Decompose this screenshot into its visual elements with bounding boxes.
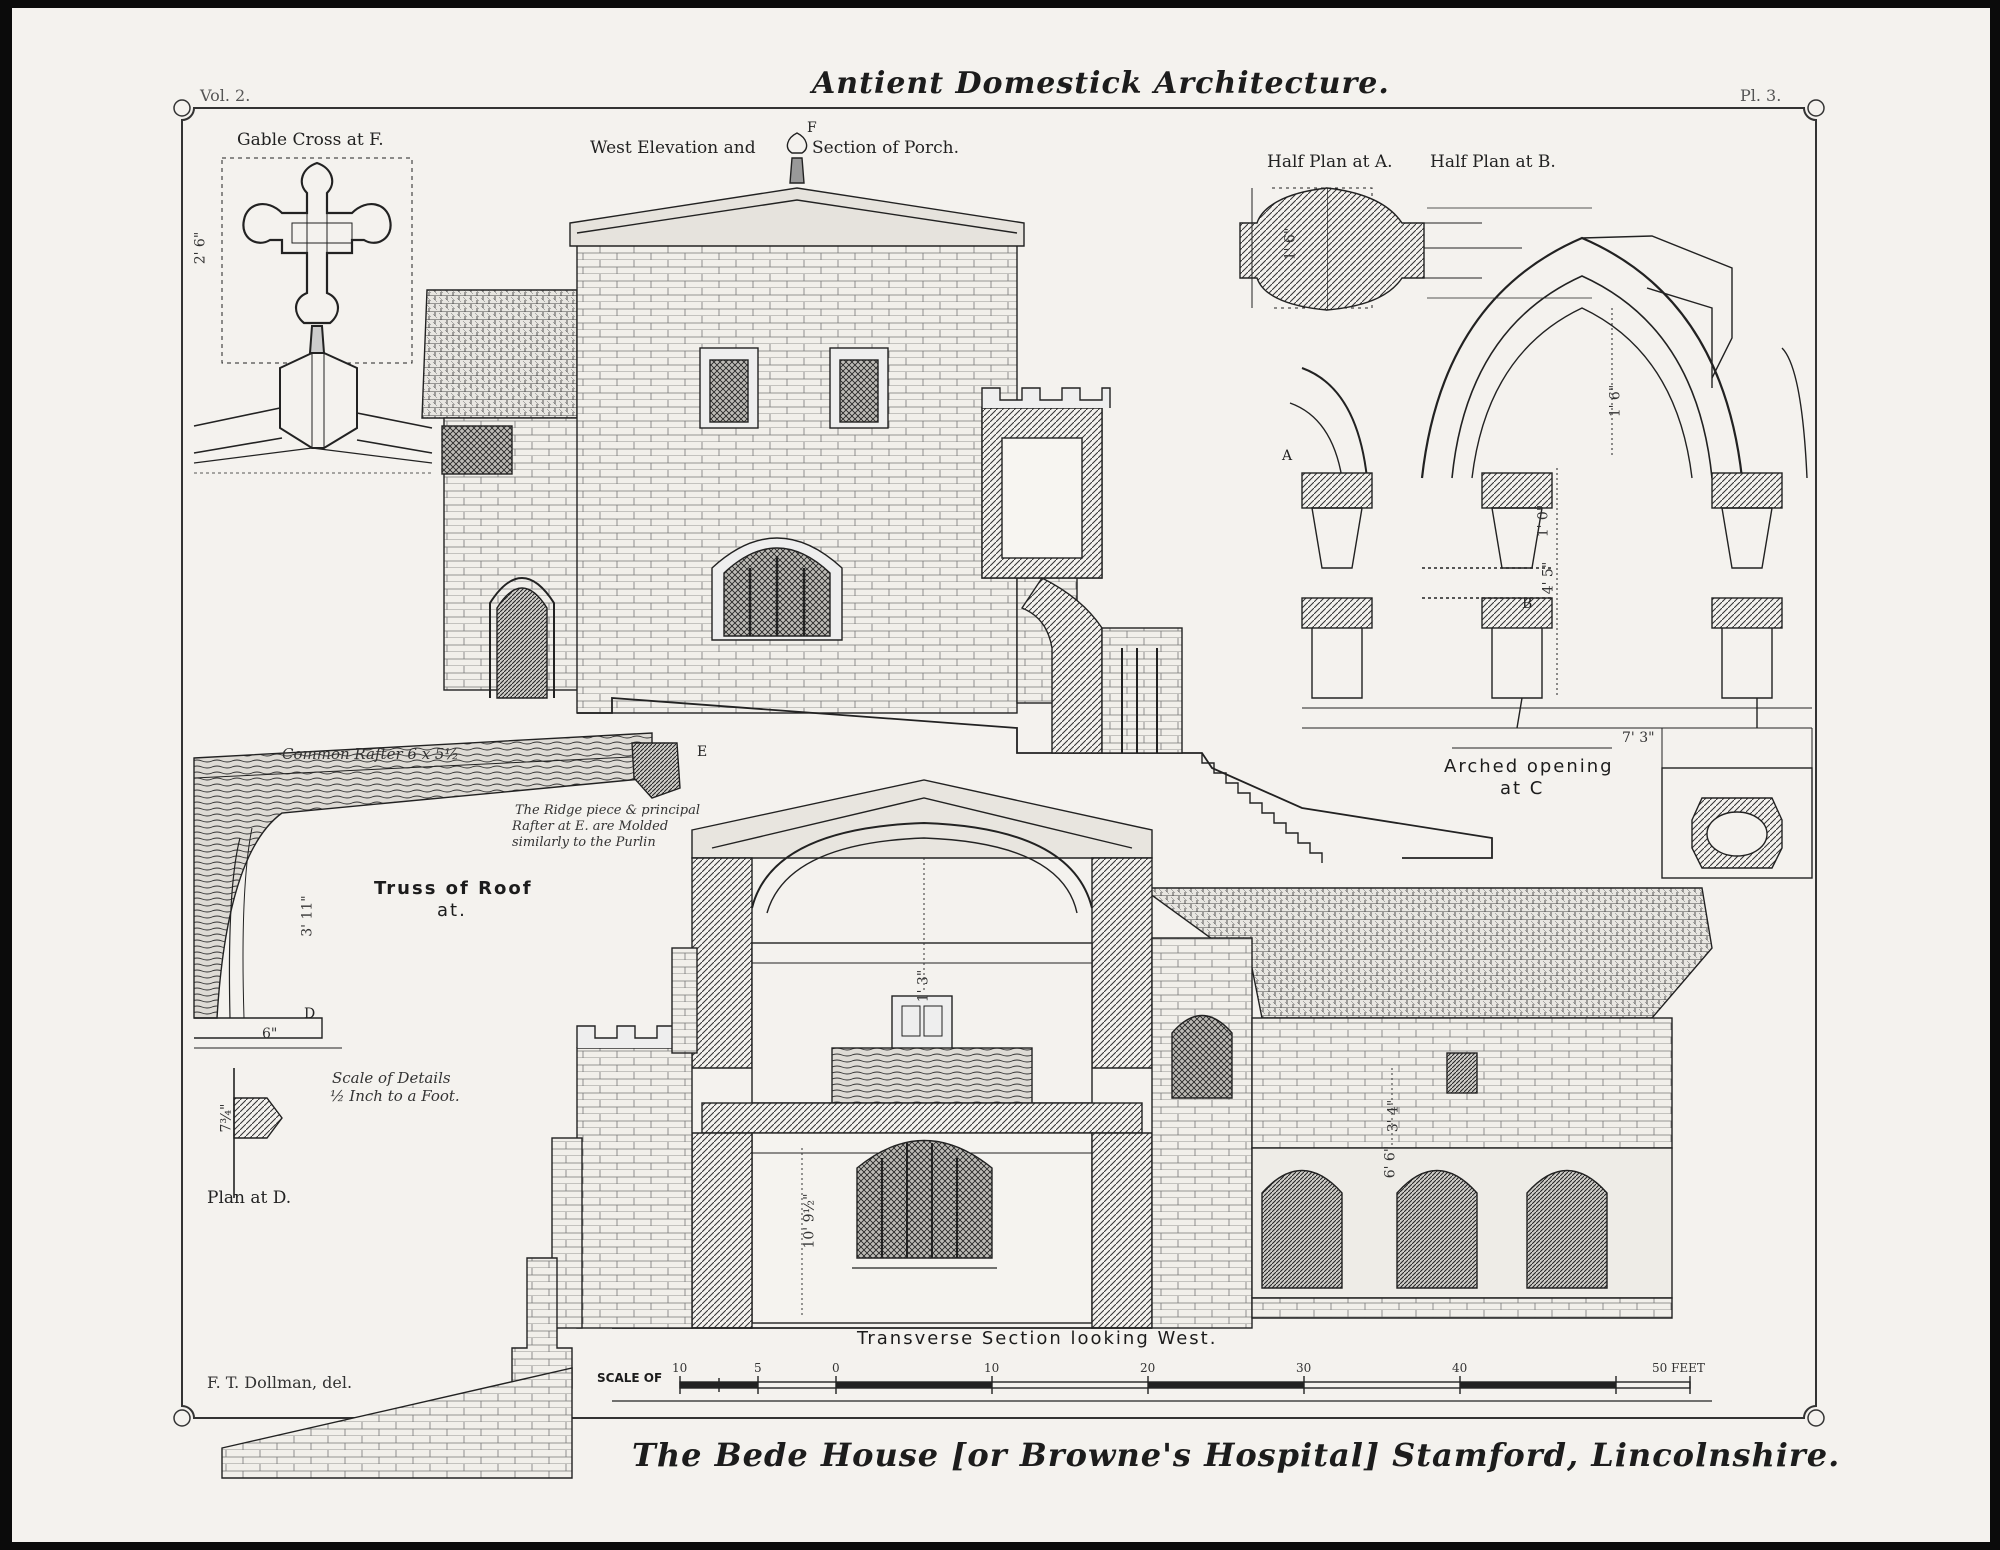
dim-truss-base: 6": [262, 1026, 278, 1042]
truss-label-2: at.: [437, 900, 467, 921]
scale-details-label: Scale of Details: [332, 1069, 451, 1087]
roof-truss-drawing: [193, 732, 681, 1198]
dim-opening-width: 7' 3": [1622, 730, 1655, 746]
letter-b: B: [1522, 596, 1533, 612]
plan-d-label: Plan at D.: [207, 1188, 292, 1208]
letter-a: A: [1282, 448, 1293, 464]
common-rafter-note: Common Rafter 6 x 5½: [282, 745, 460, 763]
section-porch-label: Section of Porch.: [812, 138, 959, 158]
scale-tick: 20: [1140, 1361, 1156, 1375]
dim-plan-d: 7¾": [218, 1103, 235, 1133]
dim-pier-1: 1' 0": [1535, 504, 1552, 538]
scale-tick: 50 FEET: [1652, 1361, 1705, 1375]
truss-label: Truss of Roof: [374, 878, 533, 899]
letter-e: E: [697, 744, 708, 760]
plate-number: Pl. 3.: [1740, 86, 1782, 105]
transverse-section-label: Transverse Section looking West.: [857, 1328, 1218, 1349]
dim-pier-2: 4' 5": [1540, 561, 1557, 595]
scale-tick: 40: [1452, 1361, 1468, 1375]
dim-wall-1: 3' 4": [1385, 1099, 1402, 1133]
volume-label: Vol. 2.: [200, 86, 251, 105]
arched-opening-label-2: at C: [1500, 778, 1545, 799]
dim-section-upper: 1' 3": [915, 969, 932, 1003]
dim-wall-2: 6' 6": [1382, 1145, 1399, 1179]
dim-section-lower: 10' 9½": [801, 1193, 818, 1249]
half-plan-b-label: Half Plan at B.: [1430, 152, 1556, 172]
dim-arch-rise: 1' 6": [1607, 384, 1624, 418]
dim-plan-depth: 1' 6": [1282, 227, 1299, 261]
arched-opening-label: Arched opening: [1444, 756, 1614, 777]
scale-tick: 10: [984, 1361, 1000, 1375]
ridge-note-3: similarly to the Purlin: [512, 835, 656, 850]
half-plan-drawing: [1239, 187, 1592, 311]
transverse-section-drawing: [221, 779, 1713, 1479]
half-plan-a-label: Half Plan at A.: [1267, 152, 1393, 172]
print-sheet: Antient Domestick Architecture. Vol. 2. …: [12, 8, 1990, 1542]
architectural-drawings: [193, 132, 1813, 1479]
scale-tick: 5: [754, 1361, 762, 1375]
scale-details-ratio: ½ Inch to a Foot.: [330, 1087, 460, 1105]
plate-caption: The Bede House [or Browne's Hospital] St…: [632, 1436, 1841, 1474]
scale-tick: 30: [1296, 1361, 1312, 1375]
ridge-note-1: The Ridge piece & principal: [515, 803, 701, 818]
west-elevation-label: West Elevation and: [590, 138, 756, 158]
scale-tick: 0: [832, 1361, 840, 1375]
dim-cross-height: 2' 6": [192, 231, 209, 265]
ridge-note-2: Rafter at E. are Molded: [512, 819, 669, 834]
dimension-lines: [801, 858, 1393, 1318]
letter-f: F: [807, 120, 817, 136]
letter-d: D: [304, 1006, 316, 1022]
scale-bar-graphic: [612, 1376, 1712, 1402]
gable-cross-detail: [193, 157, 433, 474]
scale-bar-title: SCALE OF: [597, 1371, 663, 1385]
arched-opening-drawing: [1289, 235, 1813, 879]
dim-truss-height: 3' 11": [299, 895, 316, 937]
gable-cross-label: Gable Cross at F.: [237, 130, 384, 150]
plate-title: Antient Domestick Architecture.: [812, 66, 1390, 101]
artist-credit: F. T. Dollman, del.: [207, 1373, 353, 1392]
scale-tick: 10: [672, 1361, 688, 1375]
west-elevation-drawing: [421, 132, 1493, 863]
